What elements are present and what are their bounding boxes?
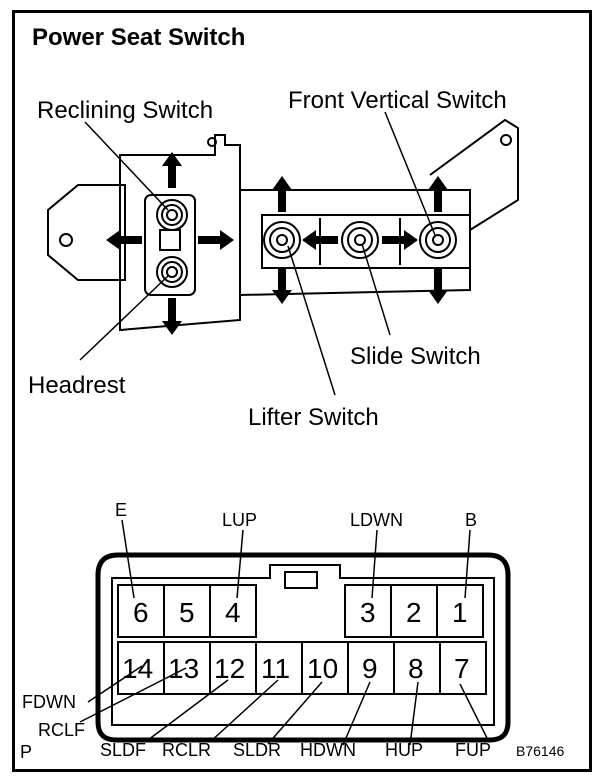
term-HDWN: HDWN bbox=[300, 740, 356, 760]
corner-mark: P bbox=[20, 742, 32, 762]
term-LDWN: LDWN bbox=[350, 510, 403, 530]
pin-4: 4 bbox=[225, 597, 241, 628]
reclining-knob[interactable] bbox=[156, 199, 188, 231]
pin-10: 10 bbox=[307, 653, 338, 684]
arrow-up-icon bbox=[272, 176, 292, 212]
label-lifter-switch: Lifter Switch bbox=[248, 404, 379, 431]
connector-latch bbox=[284, 571, 318, 589]
pin-3: 3 bbox=[360, 597, 376, 628]
arrow-right-icon bbox=[198, 230, 234, 250]
arrow-up-icon bbox=[428, 176, 448, 212]
arrow-right-icon bbox=[382, 230, 418, 250]
label-reclining-switch: Reclining Switch bbox=[37, 97, 213, 124]
top-row-cells bbox=[117, 584, 484, 638]
pin-5: 5 bbox=[179, 597, 195, 628]
pin-6: 6 bbox=[133, 597, 149, 628]
bottom-row-numbers: 14 13 12 11 10 9 8 7 bbox=[122, 653, 470, 684]
label-headrest: Headrest bbox=[28, 372, 126, 399]
connector-outer bbox=[95, 552, 511, 743]
pin-9: 9 bbox=[362, 653, 378, 684]
pin-8: 8 bbox=[408, 653, 424, 684]
term-FUP: FUP bbox=[455, 740, 491, 760]
bottom-row-cells bbox=[117, 641, 487, 695]
arrow-left-icon bbox=[106, 230, 142, 250]
term-FDWN: FDWN bbox=[22, 692, 76, 712]
left-body bbox=[119, 134, 241, 332]
terminal-names: E LUP LDWN B FDWN RCLF SLDF RCLR SLDR HD… bbox=[22, 500, 491, 760]
term-SLDF: SLDF bbox=[100, 740, 146, 760]
pin-2: 2 bbox=[406, 597, 422, 628]
arrow-down-icon bbox=[428, 268, 448, 304]
figure-id: B76146 bbox=[516, 743, 564, 759]
right-body bbox=[239, 189, 471, 297]
arrow-up-icon bbox=[162, 152, 182, 188]
reclining-plate bbox=[144, 194, 196, 296]
connector-inner bbox=[111, 564, 495, 726]
term-SLDR: SLDR bbox=[233, 740, 281, 760]
pin-1: 1 bbox=[452, 597, 468, 628]
diagram-frame bbox=[12, 10, 592, 772]
pin-12: 12 bbox=[214, 653, 245, 684]
pin-7: 7 bbox=[454, 653, 470, 684]
front-vertical-knob[interactable] bbox=[419, 221, 457, 259]
slide-knob[interactable] bbox=[341, 221, 379, 259]
slide-housing bbox=[261, 214, 471, 269]
terminal-leaders bbox=[79, 519, 489, 746]
label-front-vertical-switch: Front Vertical Switch bbox=[288, 87, 507, 114]
pin-11: 11 bbox=[261, 653, 290, 684]
left-body-hole bbox=[207, 137, 217, 147]
arrow-left-icon bbox=[302, 230, 338, 250]
connector bbox=[95, 552, 511, 743]
leader-lines bbox=[79, 111, 436, 396]
term-B: B bbox=[465, 510, 477, 530]
direction-arrows bbox=[106, 152, 448, 335]
right-bracket bbox=[429, 118, 519, 231]
arrow-down-icon bbox=[272, 268, 292, 304]
term-RCLF: RCLF bbox=[38, 720, 85, 740]
left-bracket bbox=[47, 184, 126, 281]
term-LUP: LUP bbox=[222, 510, 257, 530]
arrow-down-icon bbox=[162, 298, 182, 335]
reclining-center-square bbox=[159, 229, 181, 251]
right-mount-hole bbox=[500, 134, 512, 146]
term-HUP: HUP bbox=[385, 740, 423, 760]
term-RCLR: RCLR bbox=[162, 740, 211, 760]
label-slide-switch: Slide Switch bbox=[350, 343, 481, 370]
term-E: E bbox=[115, 500, 127, 520]
left-mount-hole bbox=[59, 233, 73, 247]
lifter-knob[interactable] bbox=[263, 221, 301, 259]
top-row-numbers: 6 5 4 3 2 1 bbox=[133, 597, 468, 628]
diagram-title: Power Seat Switch bbox=[32, 24, 246, 51]
